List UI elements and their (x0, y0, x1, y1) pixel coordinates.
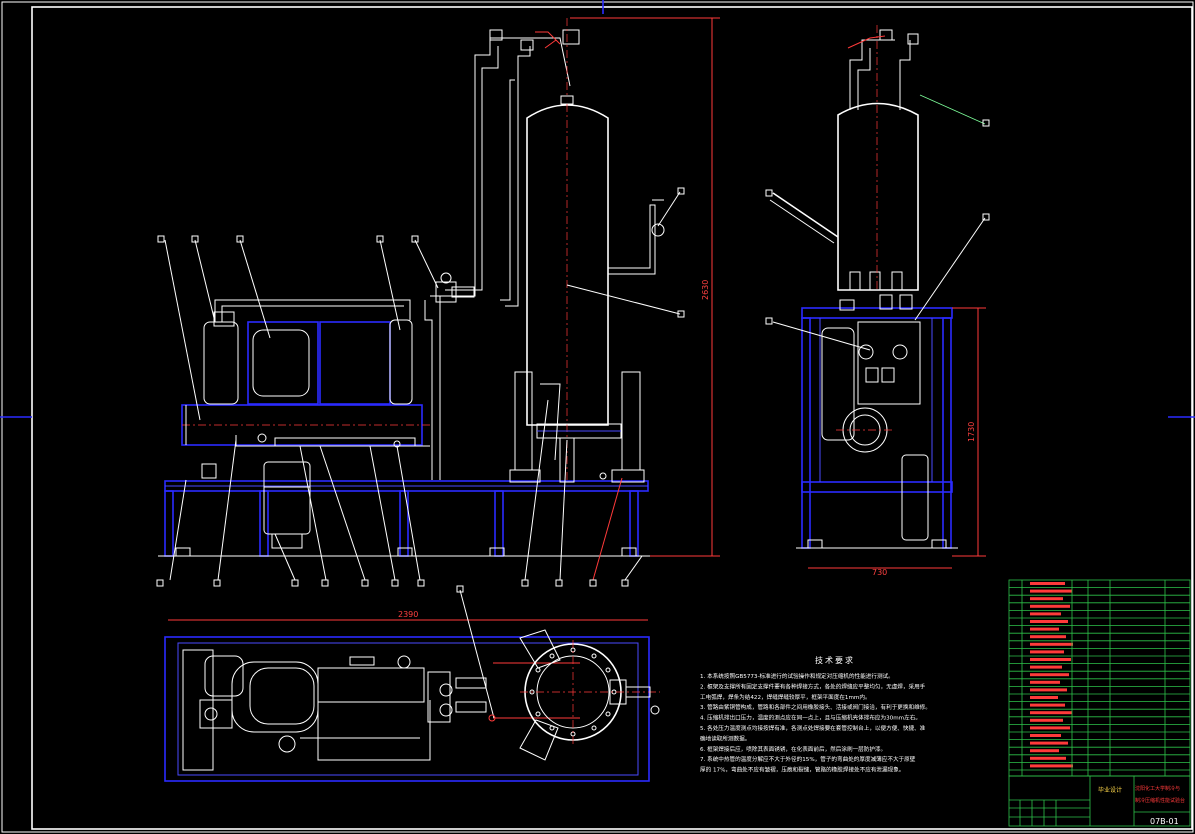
parts-row-text (1030, 703, 1065, 707)
parts-row-text (1030, 612, 1061, 616)
parts-row-text (1030, 627, 1059, 631)
design-label: 毕业设计 (1098, 786, 1122, 794)
notes-title: 技术要求 (815, 655, 855, 665)
school-name: 沈阳化工大学制冷与 (1135, 785, 1180, 792)
note-line: 2. 框架及支撑所有固定支撑件要有各种焊接方式，各处的焊缝应平整均匀，无虚焊，采… (700, 682, 926, 690)
note-line: 3. 管路由紫铜管构成，管路和各部件之间用橡胶接头、活接或阀门接洽，有利于更换和… (700, 703, 931, 711)
note-line: 1. 本系统按照GB5773-标准进行的试验操作和规定对压缩机的性能进行测试。 (700, 672, 894, 680)
side-leaders (765, 94, 990, 351)
side-width-dimension: 730 (872, 568, 887, 577)
parts-row-text (1030, 680, 1060, 684)
plan-length-dimension: 2390 (398, 610, 418, 619)
note-line: 7. 系统中热管的温度分解应不大于外径的15%，管子的弯曲处的厚度减薄应不大于原… (700, 755, 916, 763)
parts-row-text (1030, 764, 1073, 768)
parts-row-text (1030, 635, 1066, 639)
side-dimensions: 1730 730 (808, 307, 986, 577)
parts-row-text (1030, 726, 1070, 730)
parts-row-text (1030, 673, 1069, 677)
parts-row-text (1030, 620, 1068, 623)
side-view (769, 25, 958, 549)
parts-row-text (1030, 741, 1068, 745)
plan-view: 2390 (164, 585, 660, 782)
parts-row-text (1030, 597, 1063, 601)
parts-row-text (1030, 658, 1071, 661)
parts-row-text (1030, 749, 1059, 753)
note-line: 确地读取所测数据。 (700, 734, 750, 742)
parts-row-text (1030, 688, 1067, 692)
parts-row-text (1030, 642, 1073, 646)
notes-lines: 1. 本系统按照GB5773-标准进行的试验操作和规定对压缩机的性能进行测试。 2… (700, 672, 931, 774)
parts-row-text (1030, 650, 1064, 654)
note-line: 6. 框架焊接后应，喷除其表面锈锈，在化表面前后，然后涂刷一层防护漆。 (700, 745, 886, 753)
parts-row-text (1030, 711, 1072, 715)
front-leaders (156, 187, 685, 587)
side-height-dimension: 1730 (967, 422, 976, 442)
front-view (158, 18, 665, 557)
parts-row-text (1030, 665, 1062, 669)
parts-row-text (1030, 718, 1063, 722)
drawing-title: 制冷压缩机性能试验台 (1135, 797, 1185, 804)
drawing-number: 07B-01 (1150, 817, 1179, 826)
height-dimension: 2630 (701, 280, 710, 300)
note-line: 4. 压缩机排出口压力，温度的测点应在同一点上，且与压缩机壳体排布应为30mm左… (700, 714, 921, 722)
parts-row-text (1030, 604, 1070, 608)
parts-row-text (1030, 734, 1061, 737)
parts-row-text (1030, 756, 1066, 760)
note-line: 5. 各处压力温度测点均接按焊有准，各测点处焊接要在套管控制台上，以便方便、快捷… (700, 724, 926, 732)
technical-notes: 技术要求 1. 本系统按照GB5773-标准进行的试验操作和规定对压缩机的性能进… (700, 655, 931, 774)
parts-list (1008, 579, 1191, 777)
parts-row-text (1030, 582, 1065, 585)
title-block: 毕业设计 沈阳化工大学制冷与 制冷压缩机性能试验台 07B-01 (1008, 775, 1191, 827)
parts-row-text (1030, 696, 1058, 699)
parts-rows (1009, 582, 1190, 771)
parts-row-text (1030, 589, 1072, 593)
note-line: 工电弧焊，焊条为结422，焊缝焊缝较厚平，框架平面度在1mm内。 (700, 693, 871, 701)
note-line: 厚的 17%，弯曲处不应有皱褶，压痕和裂缝，管路的橡胶焊接处不应有泄漏现象。 (700, 766, 904, 774)
front-dimensions: 2630 (570, 17, 720, 557)
